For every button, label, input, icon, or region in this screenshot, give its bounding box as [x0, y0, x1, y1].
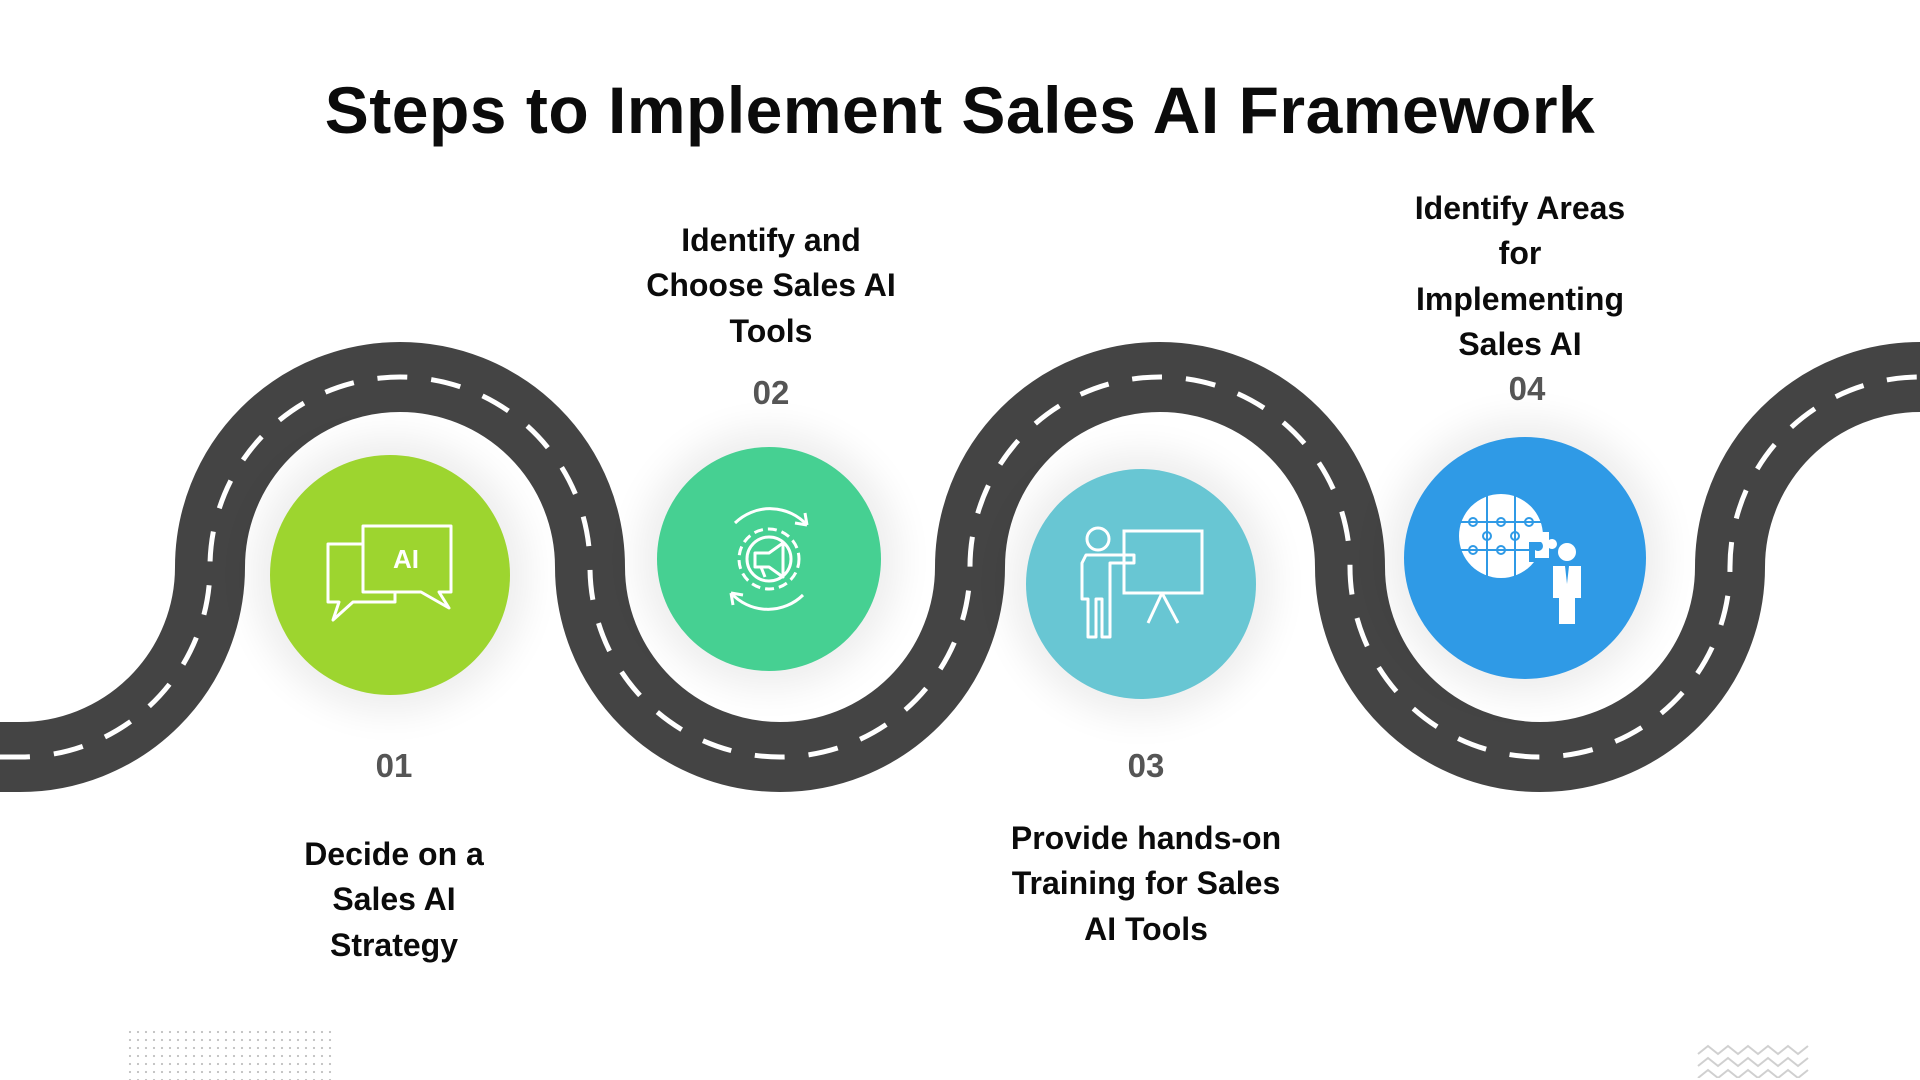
step-1-number: 01 — [375, 747, 413, 784]
step-2-number: 02 — [752, 374, 790, 411]
megaphone-gear-icon — [729, 507, 809, 611]
ai-icon-text: AI — [393, 544, 419, 574]
step-3-label: Provide hands-on Training for Sales AI T… — [1010, 820, 1282, 947]
step-1-label: Decide on a Sales AI Strategy — [304, 836, 484, 963]
step-3-circle — [1026, 469, 1256, 699]
road-center-dashes — [0, 374, 1920, 760]
puzzle-person-icon — [1459, 494, 1581, 624]
step-2-circle — [657, 447, 881, 671]
ai-chat-icon: AI — [326, 524, 453, 622]
step-1-circle: AI — [270, 455, 510, 695]
step-3-number: 03 — [1127, 747, 1165, 784]
page-title: Steps to Implement Sales AI Framework — [324, 73, 1596, 147]
step-4-label: Identify Areas for Implementing Sales AI — [1414, 190, 1626, 363]
step-4-number: 04 — [1508, 370, 1546, 407]
decorative-dot-grid — [128, 1030, 332, 1080]
decorative-zigzag-lines — [1697, 1044, 1809, 1078]
step-4-circle — [1404, 437, 1646, 679]
step-2-label: Identify and Choose Sales AI Tools — [646, 222, 896, 349]
presentation-trainer-icon — [1080, 526, 1204, 639]
